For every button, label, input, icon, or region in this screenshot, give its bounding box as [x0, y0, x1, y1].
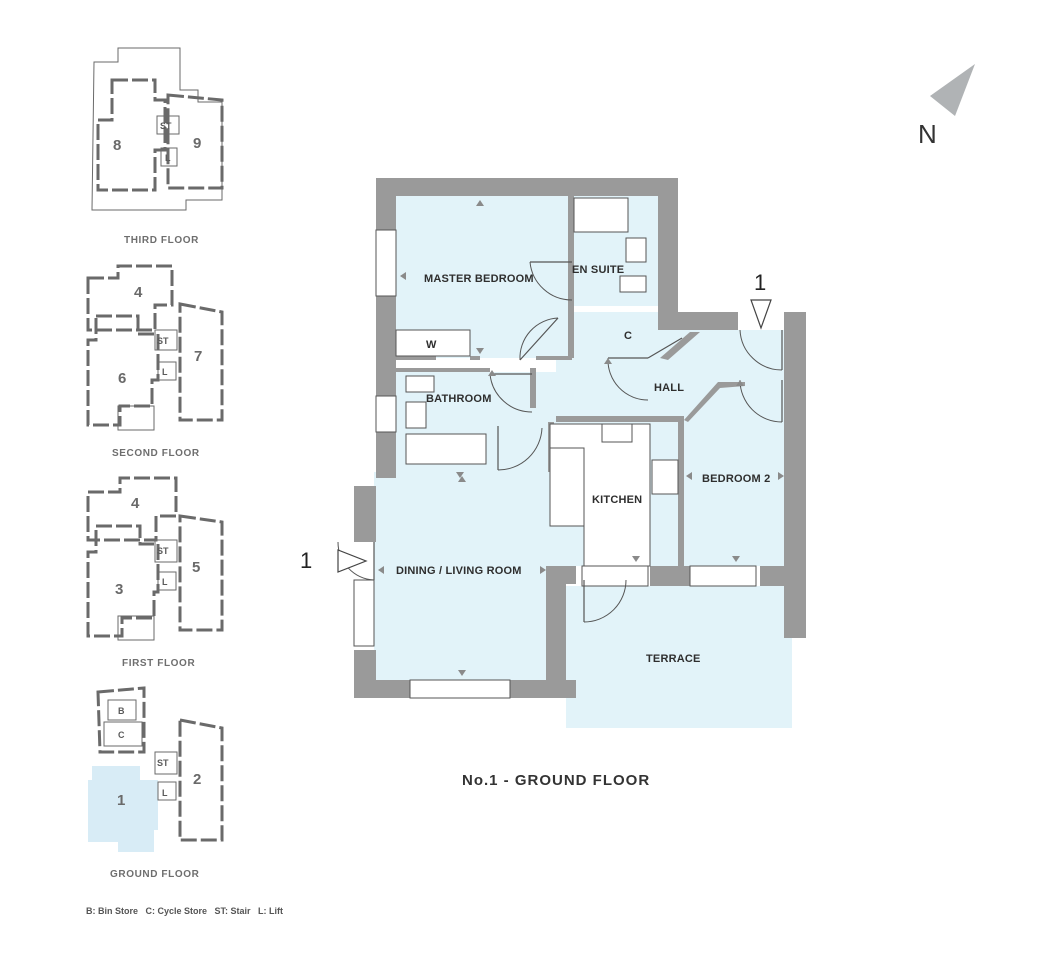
basin [405, 401, 427, 429]
north-arrow: N [918, 64, 975, 149]
key-plan-ground-floor: B C 1 2 ST L GROUND FLOOR [88, 686, 224, 880]
basin [625, 237, 647, 263]
sink [601, 423, 633, 443]
key-unit-4-second: 4 [134, 284, 143, 301]
shower-tray [573, 197, 629, 233]
key-stair-label: ST [157, 758, 169, 768]
key-lift-label: L [162, 367, 168, 377]
label-en-suite: EN SUITE [572, 264, 624, 276]
entry-arrow-icon [750, 299, 772, 330]
north-arrow-icon [930, 64, 975, 116]
bedroom-2-area [684, 386, 788, 566]
toilet [405, 375, 435, 393]
main-floor-plan: 1 1 MASTER BEDROOM EN SUITE W C HALL BAT… [300, 178, 806, 728]
key-lift-label: L [162, 577, 168, 587]
bathtub [405, 433, 487, 465]
key-caption-ground-floor: GROUND FLOOR [110, 869, 200, 880]
entry-marker-left: 1 [300, 548, 312, 573]
label-bathroom: BATHROOM [426, 393, 492, 405]
north-letter: N [918, 119, 937, 149]
key-plan-third-floor: 8 9 ST L THIRD FLOOR [91, 47, 224, 246]
key-unit-1-highlight [88, 766, 158, 852]
key-legend: B: Bin Store C: Cycle Store ST: Stair L:… [86, 906, 283, 916]
key-bin-store-label: B [118, 706, 125, 716]
window [353, 579, 375, 647]
key-plan-first-floor: 4 3 5 ST L FIRST FLOOR [86, 476, 224, 669]
key-stair-label: ST [157, 546, 169, 556]
dining-living-area [374, 472, 556, 682]
key-unit-6: 6 [118, 370, 126, 387]
window [375, 229, 397, 297]
key-unit-2: 2 [193, 771, 201, 788]
key-caption-first-floor: FIRST FLOOR [122, 658, 195, 669]
key-stair-label: ST [157, 336, 169, 346]
key-lift-label: L [162, 788, 168, 798]
window [375, 395, 397, 433]
key-plan-second-floor: 4 6 7 ST L SECOND FLOOR [86, 264, 224, 459]
label-cupboard: C [624, 330, 632, 342]
terrace-area [566, 586, 792, 728]
hob [651, 459, 679, 495]
plan-title: No.1 - GROUND FLOOR [462, 772, 650, 789]
entry-marker-top: 1 [754, 270, 766, 295]
label-terrace: TERRACE [646, 653, 701, 665]
key-lift-label: L [165, 153, 171, 163]
key-unit-9: 9 [193, 135, 201, 152]
doors [337, 261, 783, 623]
label-wardrobe: W [426, 339, 437, 351]
label-bedroom-2: BEDROOM 2 [702, 473, 770, 485]
key-caption-third-floor: THIRD FLOOR [124, 235, 199, 246]
dimension-markers [378, 200, 784, 676]
entry-arrow-icon [337, 549, 368, 573]
toilet [619, 275, 647, 293]
key-caption-second-floor: SECOND FLOOR [112, 448, 200, 459]
key-unit-4-first: 4 [131, 495, 140, 512]
window [409, 679, 511, 699]
key-unit-7: 7 [194, 348, 202, 365]
key-unit-5: 5 [192, 559, 200, 576]
label-kitchen: KITCHEN [592, 494, 642, 506]
window [581, 565, 649, 587]
key-unit-1: 1 [117, 792, 125, 809]
key-unit-3: 3 [115, 581, 123, 598]
label-dining-living-room: DINING / LIVING ROOM [396, 565, 522, 577]
key-unit-8: 8 [113, 137, 121, 154]
wardrobe [395, 329, 471, 357]
kitchen-island [549, 447, 585, 527]
label-master-bedroom: MASTER BEDROOM [424, 273, 534, 285]
window [689, 565, 757, 587]
key-cycle-store-label: C [118, 730, 125, 740]
cupboard-area [572, 312, 658, 358]
key-stair-label: ST [160, 121, 172, 131]
label-hall: HALL [654, 382, 684, 394]
